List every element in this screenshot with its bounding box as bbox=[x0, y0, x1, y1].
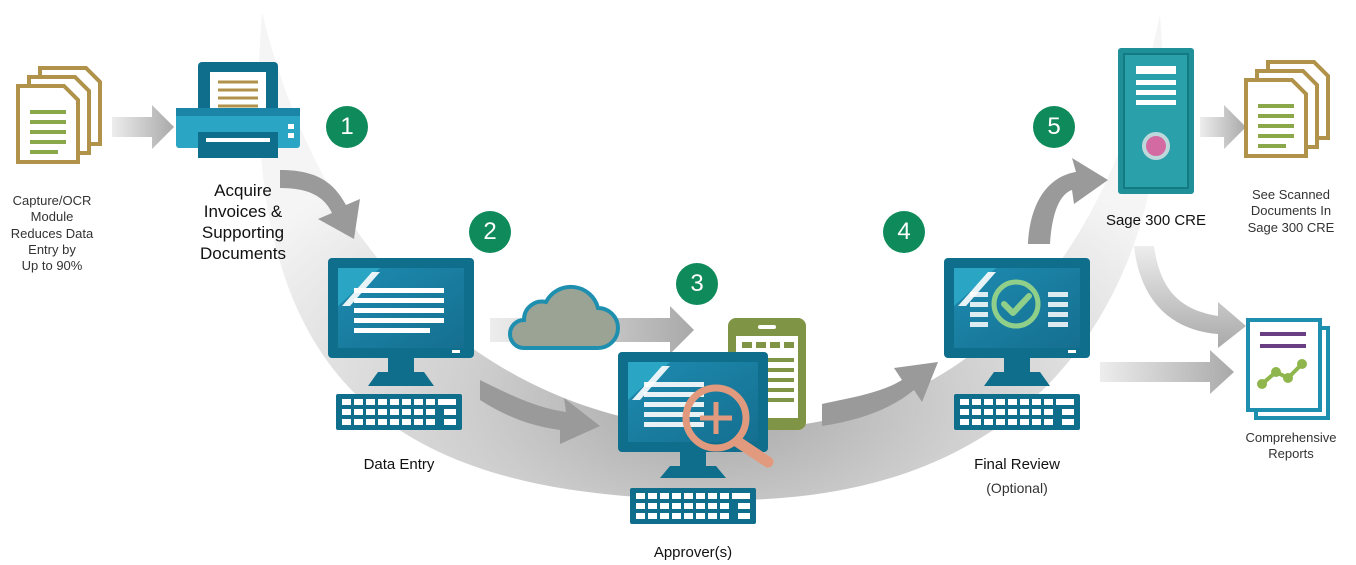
data-entry-computer-icon bbox=[328, 258, 474, 386]
step-2-badge: 2 bbox=[469, 211, 511, 253]
step-4-badge: 4 bbox=[883, 211, 925, 253]
acquire-line-2: Invoices & bbox=[203, 201, 283, 221]
capture-ocr-label: Capture/OCR Module Reduces Data Entry by… bbox=[0, 193, 104, 274]
magnifier-plus-icon bbox=[682, 384, 774, 468]
scanned-line-2: Documents In bbox=[1250, 203, 1332, 219]
scanned-documents-label: See Scanned Documents In Sage 300 CRE bbox=[1228, 187, 1354, 236]
acquire-label: Acquire Invoices & Supporting Documents bbox=[178, 181, 308, 265]
approver-label: Approver(s) bbox=[653, 544, 733, 561]
capture-line-4: Entry by bbox=[28, 241, 76, 257]
arrow-sage-to-reports bbox=[1134, 246, 1246, 348]
arrow-final-review-to-reports bbox=[1100, 350, 1234, 394]
acquire-line-4: Documents bbox=[200, 243, 286, 263]
workflow-swoop-background bbox=[258, 12, 1163, 500]
arrow-approver-to-final-review bbox=[822, 362, 938, 426]
sage-label: Sage 300 CRE bbox=[1105, 212, 1207, 229]
acquire-line-1: Acquire bbox=[214, 181, 272, 200]
scanner-icon bbox=[176, 62, 300, 158]
step-5-badge: 5 bbox=[1033, 106, 1075, 148]
scanned-line-3: Sage 300 CRE bbox=[1247, 219, 1335, 235]
arrow-final-review-to-sage bbox=[1028, 158, 1108, 244]
scanned-line-1: See Scanned bbox=[1251, 187, 1331, 202]
final-review-label: Final Review bbox=[974, 456, 1060, 473]
report-chart-icon bbox=[1246, 318, 1330, 420]
capture-document-stack-icon bbox=[16, 66, 102, 164]
capture-line-5: Up to 90% bbox=[21, 258, 83, 273]
optional-label: (Optional) bbox=[986, 480, 1048, 496]
reports-line-2: Reports bbox=[1268, 446, 1314, 462]
data-entry-keyboard-icon bbox=[336, 394, 462, 430]
server-icon bbox=[1118, 48, 1194, 194]
reports-label: Comprehensive Reports bbox=[1226, 430, 1356, 463]
arrow-sage-to-scanned-docs bbox=[1200, 105, 1246, 149]
arrow-capture-to-acquire bbox=[112, 105, 174, 149]
step-1-badge: 1 bbox=[326, 106, 368, 148]
approver-keyboard-icon bbox=[630, 488, 756, 524]
step-3-badge: 3 bbox=[676, 263, 718, 305]
capture-line-2: Module bbox=[30, 209, 74, 225]
capture-line-1: Capture/OCR bbox=[12, 193, 92, 208]
scanned-document-stack-icon bbox=[1244, 60, 1330, 158]
final-review-keyboard-icon bbox=[954, 394, 1080, 430]
checkmark-circle-icon bbox=[991, 279, 1041, 329]
cloud-icon bbox=[508, 284, 620, 350]
arrow-data-entry-to-approver bbox=[480, 380, 600, 444]
data-entry-label: Data Entry bbox=[363, 456, 435, 473]
arrow-acquire-to-data-entry bbox=[280, 170, 360, 239]
reports-line-1: Comprehensive bbox=[1245, 430, 1337, 445]
acquire-line-3: Supporting bbox=[201, 222, 285, 242]
capture-line-3: Reduces Data bbox=[10, 225, 94, 241]
